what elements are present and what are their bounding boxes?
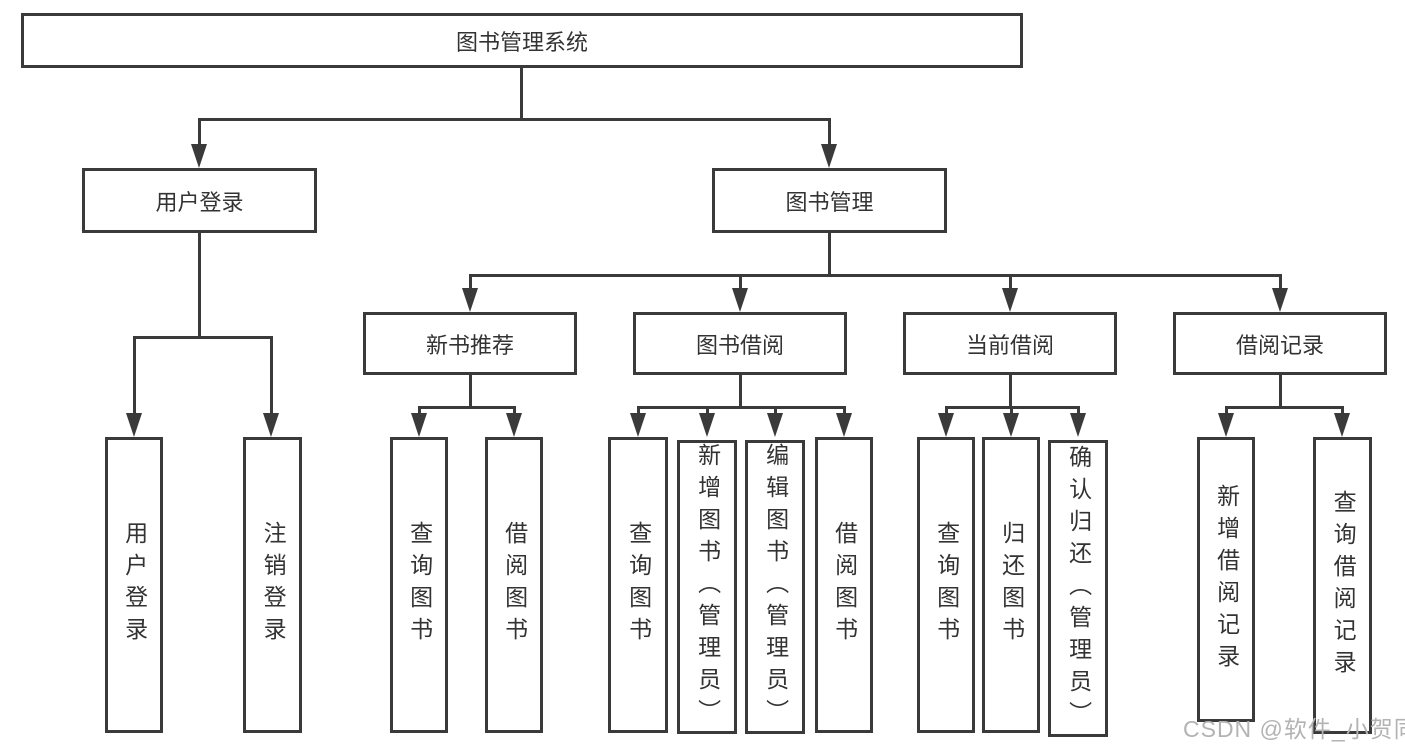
connector-line (1225, 406, 1343, 409)
connector-line (469, 274, 1281, 277)
connector-line (198, 118, 831, 121)
node-label: 图书借阅 (695, 332, 784, 358)
node-label: 借阅图书 (501, 521, 528, 649)
connector-line (739, 274, 742, 290)
leaf-add-book-admin: 新增图书（管理员） (677, 440, 737, 734)
connector-line (739, 375, 742, 406)
connector-line (418, 406, 515, 409)
arrowhead-down-icon (126, 413, 142, 437)
connector-line (1341, 406, 1344, 414)
node-label: 当前借阅 (965, 332, 1054, 358)
leaf-confirm-return-admin: 确认归还（管理员） (1048, 440, 1108, 737)
connector-line (198, 118, 201, 146)
node-book-borrowing: 图书借阅 (633, 312, 847, 375)
node-label: 查询图书 (625, 521, 652, 649)
connector-line (774, 406, 777, 414)
leaf-edit-book-admin: 编辑图书（管理员） (745, 440, 805, 734)
arrowhead-down-icon (506, 413, 522, 437)
node-current-borrowing: 当前借阅 (903, 312, 1117, 375)
connector-line (1010, 406, 1013, 414)
arrowhead-down-icon (630, 413, 646, 437)
node-book-management: 图书管理 (712, 168, 947, 233)
connector-line (418, 406, 421, 414)
node-label: 用户登录 (155, 189, 244, 215)
connector-line (513, 406, 516, 414)
arrowhead-down-icon (836, 413, 852, 437)
node-label: 查询图书 (933, 521, 960, 649)
node-borrowing-records: 借阅记录 (1173, 312, 1387, 375)
arrowhead-down-icon (462, 288, 478, 312)
node-label: 查询借阅记录 (1330, 489, 1357, 682)
node-label: 编辑图书（管理员） (762, 443, 789, 731)
node-label: 用户登录 (121, 521, 148, 649)
node-new-book-recommendation: 新书推荐 (363, 312, 577, 375)
arrowhead-down-icon (1002, 288, 1018, 312)
arrowhead-down-icon (699, 413, 715, 437)
connector-line (945, 406, 948, 414)
connector-line (637, 406, 640, 414)
node-label: 新书推荐 (425, 332, 514, 358)
node-label: 新增借阅记录 (1213, 483, 1240, 676)
connector-line (1225, 406, 1228, 414)
node-label: 新增图书（管理员） (694, 443, 721, 731)
node-label: 借阅记录 (1235, 332, 1324, 358)
arrowhead-down-icon (1334, 413, 1350, 437)
arrowhead-down-icon (1218, 413, 1234, 437)
connector-line (469, 274, 472, 290)
connector-line (469, 375, 472, 406)
connector-line (270, 336, 273, 414)
arrowhead-down-icon (821, 144, 837, 168)
arrowhead-down-icon (767, 413, 783, 437)
connector-line (133, 336, 273, 339)
node-label: 查询图书 (406, 521, 433, 649)
leaf-borrow-books: 借阅图书 (815, 437, 873, 733)
connector-line (706, 406, 709, 414)
connector-line (1279, 375, 1282, 406)
connector-line (637, 406, 845, 409)
leaf-logout: 注销登录 (243, 437, 302, 733)
arrowhead-down-icon (1003, 413, 1019, 437)
watermark: CSDN @软件_小贺同学 (1183, 716, 1405, 742)
leaf-return-books: 归还图书 (982, 437, 1040, 733)
connector-line (1279, 274, 1282, 290)
arrowhead-down-icon (263, 413, 279, 437)
leaf-user-login: 用户登录 (105, 437, 163, 733)
connector-line (843, 406, 846, 414)
leaf-query-books-borrow: 查询图书 (608, 437, 668, 733)
arrowhead-down-icon (732, 288, 748, 312)
node-library-management-system: 图书管理系统 (21, 13, 1023, 68)
arrowhead-down-icon (938, 413, 954, 437)
leaf-add-borrow-record: 新增借阅记录 (1197, 437, 1255, 722)
connector-line (198, 233, 201, 336)
leaf-query-books-current: 查询图书 (917, 437, 975, 733)
node-label: 图书管理系统 (455, 29, 588, 55)
node-user-login: 用户登录 (82, 168, 317, 233)
arrowhead-down-icon (1272, 288, 1288, 312)
connector-line (133, 336, 136, 414)
connector-line (1077, 406, 1080, 414)
connector-line (1009, 375, 1012, 406)
connector-line (1009, 274, 1012, 290)
node-label: 图书管理 (785, 189, 874, 215)
arrowhead-down-icon (1070, 413, 1086, 437)
leaf-borrow-books-recommend: 借阅图书 (485, 437, 543, 733)
leaf-query-borrow-record: 查询借阅记录 (1313, 437, 1372, 734)
node-label: 归还图书 (998, 521, 1025, 649)
node-label: 注销登录 (260, 521, 287, 649)
arrowhead-down-icon (191, 144, 207, 168)
leaf-query-books-recommend: 查询图书 (390, 437, 448, 733)
node-label: 确认归还（管理员） (1065, 444, 1092, 733)
connector-line (828, 233, 831, 274)
connector-line (828, 118, 831, 146)
connector-line (520, 68, 523, 118)
node-label: 借阅图书 (831, 521, 858, 649)
arrowhead-down-icon (411, 413, 427, 437)
